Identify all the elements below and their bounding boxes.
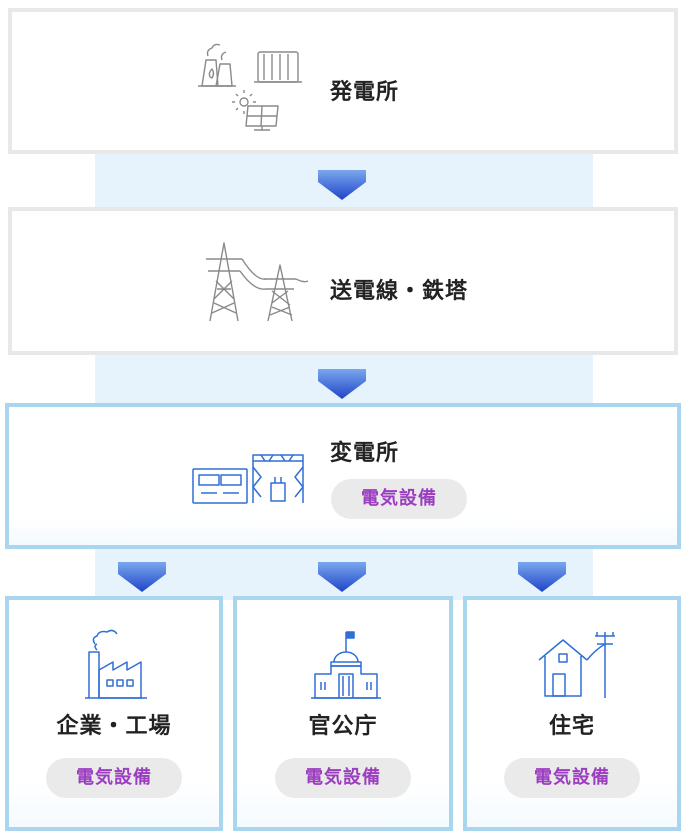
factory-icon bbox=[85, 629, 147, 699]
substation-title: 変電所 bbox=[330, 441, 400, 466]
arrow-down-icon bbox=[318, 170, 366, 200]
arrow-down-icon bbox=[118, 562, 166, 592]
electrical-equipment-badge: 電気設備 bbox=[46, 758, 182, 798]
arrow-down-icon bbox=[318, 562, 366, 592]
electrical-equipment-badge: 電気設備 bbox=[504, 758, 640, 798]
substation-icon bbox=[192, 454, 304, 504]
government-building-icon bbox=[311, 631, 381, 699]
power-plant-title: 発電所 bbox=[330, 80, 400, 105]
arrow-down-icon bbox=[318, 369, 366, 399]
arrow-down-icon bbox=[518, 562, 566, 592]
factory-title: 企業・工場 bbox=[56, 714, 172, 739]
electrical-equipment-badge: 電気設備 bbox=[275, 758, 411, 798]
transmission-title: 送電線・鉄塔 bbox=[330, 279, 469, 304]
substation-box: 変電所 電気設備 bbox=[5, 403, 681, 549]
house-icon bbox=[538, 632, 615, 698]
power-plant-box: 発電所 bbox=[8, 8, 678, 154]
electrical-equipment-badge: 電気設備 bbox=[331, 479, 467, 519]
government-box: 官公庁 電気設備 bbox=[233, 596, 453, 831]
transmission-tower-icon bbox=[206, 242, 309, 322]
factory-box: 企業・工場 電気設備 bbox=[5, 596, 223, 831]
government-title: 官公庁 bbox=[308, 714, 378, 739]
home-title: 住宅 bbox=[548, 714, 595, 739]
power-plant-icon bbox=[198, 43, 302, 131]
home-box: 住宅 電気設備 bbox=[463, 596, 681, 831]
transmission-box: 送電線・鉄塔 bbox=[8, 207, 678, 355]
